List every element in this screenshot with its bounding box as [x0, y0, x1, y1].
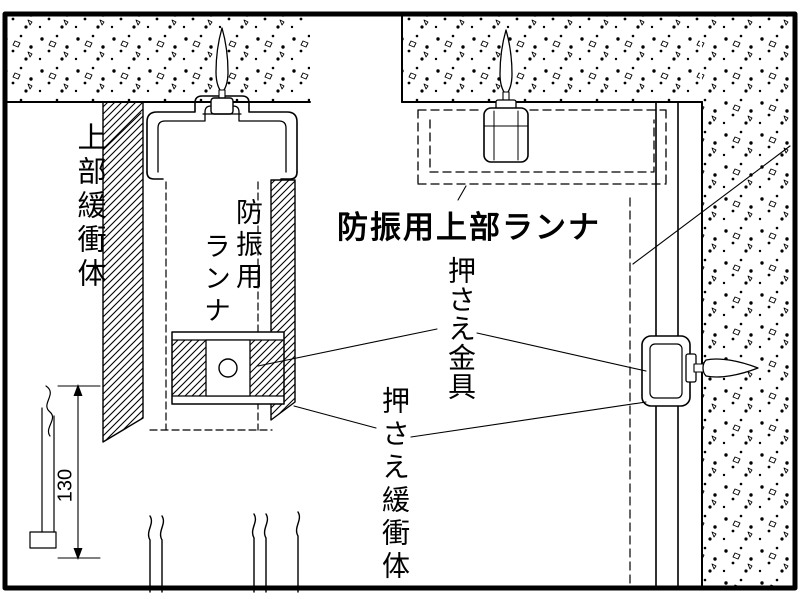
clamp-right — [641, 335, 697, 407]
drawing-frame — [2, 11, 798, 591]
anchor-pin-right — [693, 358, 759, 378]
ceiling-slab-left — [6, 16, 311, 103]
wall-board-left — [102, 101, 144, 443]
label-upper-buffer: 上部緩衝体 — [73, 122, 105, 292]
hidden-runner-dashed — [417, 109, 667, 185]
ceiling-slab-right — [401, 15, 703, 103]
runner-bolt-seat — [202, 97, 242, 115]
stud-hidden-lines-left — [149, 181, 273, 431]
clamp-left — [171, 331, 285, 405]
board-break-lines — [147, 511, 301, 593]
concrete-wall-right — [701, 16, 795, 589]
clamp-top-right — [483, 99, 529, 163]
label-holding-buffer: 押さえ緩衝体 — [379, 386, 410, 584]
label-dimension-130: 130 — [54, 468, 77, 503]
label-vibration-runner-col2: ランナ — [200, 232, 230, 328]
leader-lines — [102, 112, 791, 438]
dimension-130 — [57, 384, 101, 560]
anchor-pin-top-left — [215, 27, 229, 105]
label-holding-bracket: 押さえ金具 — [445, 256, 476, 401]
anchor-pin-top-right — [499, 29, 513, 107]
label-vibration-upper-runner: 防振用上部ランナ — [337, 210, 601, 245]
corner-piece-bottom-left — [29, 385, 57, 549]
label-vibration-runner-col1: 防振用 — [232, 198, 262, 294]
